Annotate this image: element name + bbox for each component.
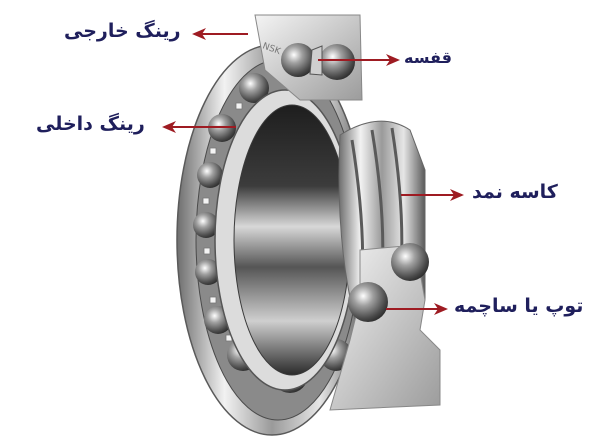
arrow-ball bbox=[386, 303, 448, 315]
label-ball: توپ یا ساچمه bbox=[454, 295, 584, 317]
arrows bbox=[162, 28, 464, 315]
arrow-cage bbox=[318, 54, 400, 66]
label-seal-cup: کاسه نمد bbox=[472, 181, 558, 203]
arrow-outer-ring bbox=[192, 28, 248, 40]
label-outer-ring: رینگ خارجی bbox=[64, 20, 181, 42]
cutaway-block-top: NSK bbox=[254, 14, 363, 101]
label-inner-ring: رینگ داخلی bbox=[36, 113, 145, 135]
cutaway-block-bottom bbox=[329, 243, 441, 411]
inner-ring-shape bbox=[214, 89, 356, 391]
arrow-seal-cup bbox=[401, 189, 464, 201]
label-cage: قفسه bbox=[404, 48, 452, 67]
arrow-inner-ring bbox=[162, 121, 236, 133]
cage-shape bbox=[202, 102, 243, 342]
